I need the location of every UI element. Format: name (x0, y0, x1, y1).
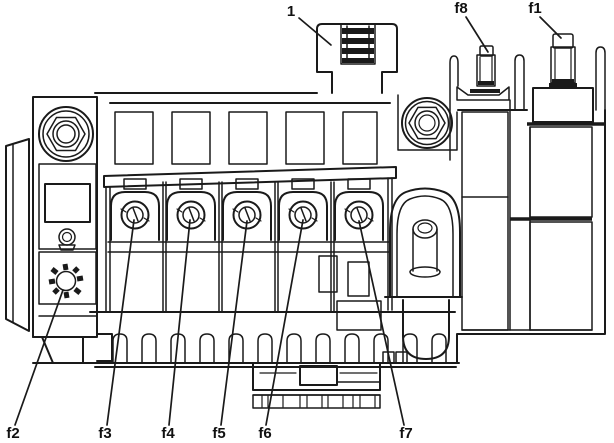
arch-stud (409, 219, 441, 278)
fuse-f8-stud (456, 45, 510, 101)
left-foot (32, 333, 113, 364)
mid-prong (514, 54, 525, 111)
part-1-ribs (342, 28, 374, 63)
bottom-connector (252, 362, 381, 409)
right-outline (456, 109, 606, 364)
channel-lines (509, 99, 531, 331)
body-top-edge (94, 92, 391, 104)
left-prong (449, 55, 459, 161)
f2-terminal-gear (48, 263, 84, 299)
fuse-f1-stud (532, 33, 594, 123)
front-cutouts (318, 255, 382, 331)
right-plate (397, 94, 458, 151)
left-bracket (5, 138, 30, 332)
leader-f8 (465, 16, 489, 53)
callout-label-f7: f7 (399, 425, 412, 442)
left-mounting-module (32, 96, 113, 364)
fuse-terminal-f7 (334, 178, 384, 241)
arch-stud-housing (384, 187, 463, 360)
mounting-nut-right (397, 94, 458, 151)
fuse-terminal-f6 (278, 178, 328, 241)
housing-front-lines (107, 241, 391, 253)
right-box-upper (529, 126, 593, 218)
leader-f1 (539, 16, 562, 39)
small-stud (58, 228, 76, 251)
callout-label-f1: f1 (528, 0, 541, 17)
leader-f3 (106, 219, 135, 426)
fuse-terminal-f4 (166, 178, 216, 241)
leader-f4 (168, 219, 191, 426)
f8-tray (456, 86, 510, 101)
callout-label-f3: f3 (98, 425, 111, 442)
fuse-terminal-row (110, 178, 384, 241)
right-box-lower (529, 221, 593, 331)
gear-teeth (48, 263, 84, 299)
left-window (44, 183, 91, 223)
leader-f2 (14, 289, 64, 426)
mounting-nut-left (38, 106, 94, 162)
callout-label-f2: f2 (6, 425, 19, 442)
fuse-box-drawing: 1 f8 f1 f2 f3 f4 f5 f6 f7 (5, 0, 606, 442)
fuse-terminal-f3 (110, 178, 160, 241)
arch-pocket (402, 299, 450, 360)
right-flange (595, 46, 606, 111)
callout-label-part1: 1 (287, 3, 295, 20)
part-1-connector (316, 23, 398, 94)
leader-part1 (298, 17, 332, 46)
connector-teeth (252, 394, 381, 409)
right-box-left (461, 111, 509, 331)
callout-label-f6: f6 (258, 425, 271, 442)
callout-label-f4: f4 (161, 425, 175, 442)
housing-lip (103, 166, 397, 188)
callout-label-f8: f8 (454, 0, 467, 17)
callout-label-f5: f5 (212, 425, 225, 442)
callout-labels: 1 f8 f1 f2 f3 f4 f5 f6 f7 (6, 0, 541, 442)
left-subpanel-upper (38, 163, 97, 250)
top-slots (114, 111, 378, 165)
callout-leaders (14, 16, 562, 426)
leader-f5 (220, 220, 248, 426)
leader-f7 (358, 220, 405, 426)
left-subpanel-lower (38, 251, 97, 305)
bottom-feet (382, 351, 408, 364)
housing-dividers (105, 177, 393, 313)
f1-platform (532, 87, 594, 123)
leader-f6 (265, 219, 304, 426)
right-section (449, 46, 606, 364)
fuse-terminal-f5 (222, 178, 272, 241)
